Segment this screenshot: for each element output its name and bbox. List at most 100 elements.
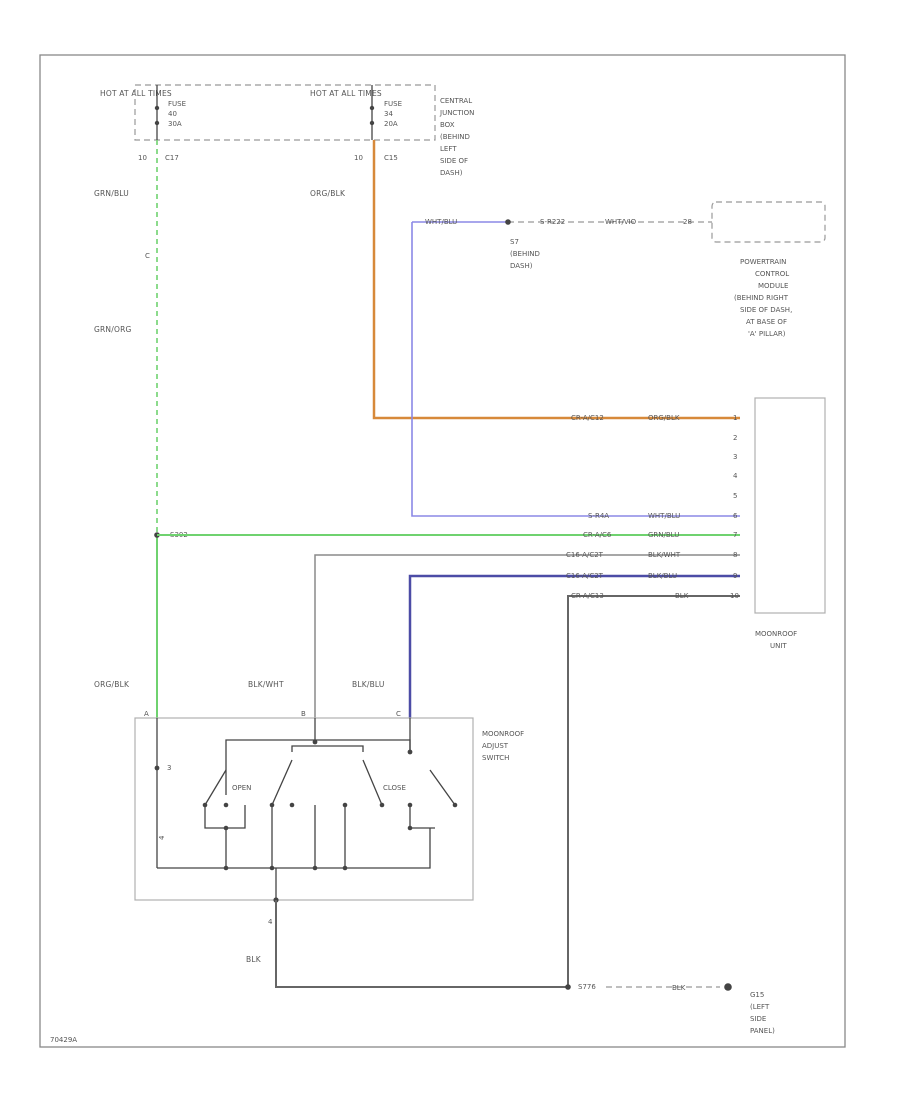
connector-label: C17 bbox=[165, 154, 179, 162]
wire-label: BLK/BLU bbox=[352, 680, 385, 689]
switch-blade bbox=[429, 769, 456, 806]
switch-node bbox=[312, 865, 318, 871]
diagram-frame bbox=[39, 54, 846, 1048]
unit-pin: 9 bbox=[733, 572, 737, 580]
switch-label: MOONROOF bbox=[482, 730, 524, 738]
fuse-34-contact bbox=[369, 105, 375, 111]
unit-pin: 7 bbox=[733, 531, 737, 539]
hot-label-left: HOT AT ALL TIMES bbox=[100, 89, 172, 98]
fuse-34-contact bbox=[369, 120, 375, 126]
switch-blade bbox=[204, 769, 227, 806]
wire-blk-ground bbox=[275, 900, 568, 988]
pcm-label-line: (BEHIND RIGHT bbox=[734, 294, 789, 302]
fuse-40-number: 40 bbox=[168, 110, 177, 118]
pin-label: 28 bbox=[683, 218, 692, 226]
switch-node bbox=[407, 825, 413, 831]
wire-blk-blu bbox=[408, 574, 740, 718]
switch-node bbox=[407, 749, 413, 755]
switch-pin: 4 bbox=[158, 835, 166, 840]
ground-circuit: BLK S776 BLK G15 (LEFT SIDE PANEL) bbox=[246, 900, 775, 1035]
switch-blade bbox=[362, 759, 383, 806]
switch-pin: A bbox=[144, 710, 149, 718]
cjb-label-line: BOX bbox=[440, 121, 455, 129]
fuse-40-contact bbox=[154, 120, 160, 126]
cjb-label-line: SIDE OF bbox=[440, 157, 468, 165]
ground-label: PANEL) bbox=[750, 1027, 775, 1035]
switch-open-label: OPEN bbox=[232, 784, 251, 792]
fuse-34-rating: 20A bbox=[384, 120, 398, 128]
unit-pin: 8 bbox=[733, 551, 737, 559]
connector-label: C15 bbox=[384, 154, 398, 162]
switch-pin: B bbox=[301, 710, 306, 718]
wire-marker: C bbox=[145, 252, 150, 260]
splice-info-line: S7 bbox=[510, 238, 519, 246]
pcm-label-line: SIDE OF DASH, bbox=[740, 306, 792, 314]
splice-info-line: DASH) bbox=[510, 262, 533, 270]
splice-s776-dot bbox=[565, 984, 571, 990]
figure-id: 70429A bbox=[50, 1036, 77, 1044]
unit-pin: 2 bbox=[733, 434, 737, 442]
ground-label: (LEFT bbox=[750, 1003, 770, 1011]
unit-circuit: C16-A/C2T bbox=[566, 572, 604, 580]
cjb-label-line: CENTRAL bbox=[440, 97, 472, 105]
switch-contact bbox=[289, 802, 295, 808]
pin-label: 10 bbox=[354, 154, 363, 162]
switch-contact bbox=[223, 802, 229, 808]
switch-box bbox=[134, 717, 474, 901]
fuse-34-label: FUSE bbox=[384, 100, 402, 108]
switch-node bbox=[312, 739, 318, 745]
switch-label: ADJUST bbox=[482, 742, 509, 750]
splice-s7-dot bbox=[505, 219, 511, 225]
unit-wire-color: GRN/BLU bbox=[648, 531, 679, 539]
unit-pin: 5 bbox=[733, 492, 737, 500]
splice-info-line: (BEHIND bbox=[510, 250, 540, 258]
switch-internal-wire bbox=[291, 745, 364, 752]
switch-internal-wire bbox=[204, 805, 246, 829]
pcm-label-line: 'A' PILLAR) bbox=[748, 330, 786, 338]
central-junction-box: HOT AT ALL TIMES HOT AT ALL TIMES FUSE 4… bbox=[100, 84, 474, 177]
unit-pin: 10 bbox=[730, 592, 739, 600]
unit-pin: 6 bbox=[733, 512, 738, 520]
fuse-40-contact bbox=[154, 105, 160, 111]
unit-wire-color: BLK/BLU bbox=[648, 572, 677, 580]
wire-label: ORG/BLK bbox=[94, 680, 130, 689]
hot-label-right: HOT AT ALL TIMES bbox=[310, 89, 382, 98]
switch-pin: C bbox=[396, 710, 401, 718]
unit-wire-color: BLK bbox=[675, 592, 689, 600]
unit-wire-color: ORG/BLK bbox=[648, 414, 680, 422]
unit-pin: 1 bbox=[733, 414, 737, 422]
cjb-label-line: LEFT bbox=[440, 145, 457, 153]
wire-label: ORG/BLK bbox=[310, 189, 346, 198]
cjb-label-line: DASH) bbox=[440, 169, 463, 177]
switch-blade bbox=[271, 759, 293, 806]
ground-label: G15 bbox=[750, 991, 764, 999]
fuse-40-label: FUSE bbox=[168, 100, 186, 108]
unit-wire-color: BLK/WHT bbox=[648, 551, 681, 559]
moonroof-unit-label: MOONROOF bbox=[755, 630, 797, 638]
unit-circuit: CR-A/C13 bbox=[571, 592, 604, 600]
ground-label: SIDE bbox=[750, 1015, 766, 1023]
wire-blk-wht bbox=[314, 554, 740, 718]
wire-label: WHT/VIO bbox=[605, 218, 637, 226]
switch-node bbox=[223, 865, 229, 871]
switch-internal-wire bbox=[409, 805, 435, 829]
switch-internal-wire bbox=[157, 828, 431, 869]
unit-pin: 4 bbox=[733, 472, 738, 480]
pin-label: 10 bbox=[138, 154, 147, 162]
pcm-label-line: AT BASE OF bbox=[746, 318, 787, 326]
cjb-outline bbox=[134, 84, 436, 141]
wire-label: GRN/BLU bbox=[94, 189, 129, 198]
switch-node bbox=[342, 865, 348, 871]
circuit-pcm-branch: WHT/BLU S-R222 WHT/VIO 28 S7 (BEHIND DAS… bbox=[411, 201, 826, 517]
unit-circuit: CR-A/C12 bbox=[571, 414, 604, 422]
unit-circuit: C16-A/C2T bbox=[566, 551, 604, 559]
ground-point bbox=[724, 983, 732, 991]
switch-pin: 4 bbox=[268, 918, 273, 926]
cjb-label-line: (BEHIND bbox=[440, 133, 470, 141]
splice-label: S776 bbox=[578, 983, 596, 991]
pcm-label-line: MODULE bbox=[758, 282, 788, 290]
circuit-grn-blu: GRN/BLU GRN/ORG ORG/BLK S302 C bbox=[94, 140, 188, 718]
unit-circuit: CR-A/C6 bbox=[583, 531, 612, 539]
switch-node bbox=[269, 865, 275, 871]
